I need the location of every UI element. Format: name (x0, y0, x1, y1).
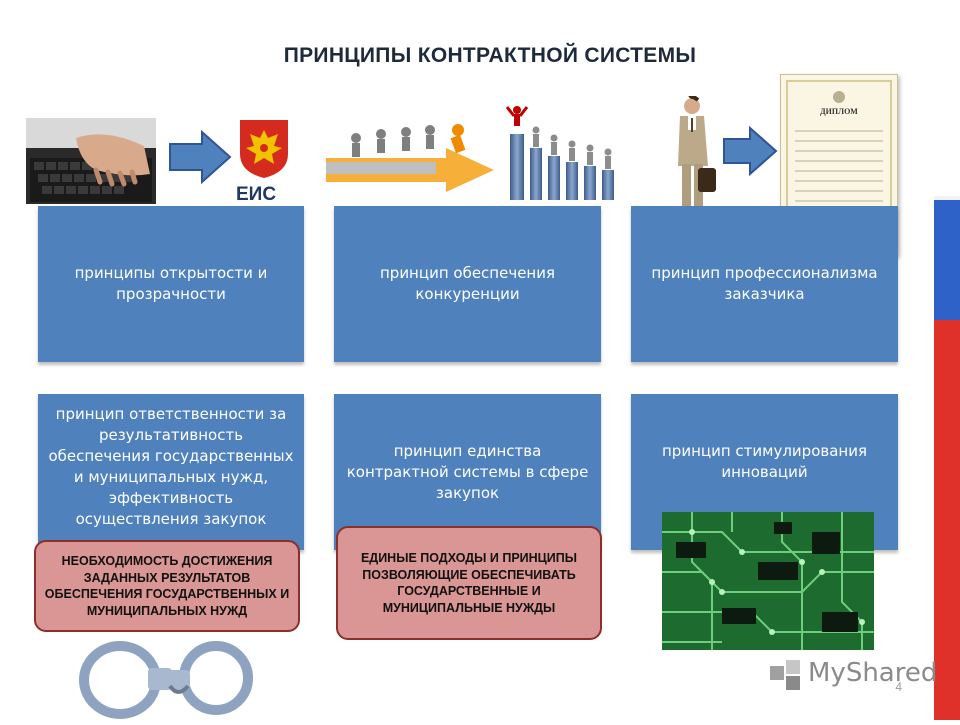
tile-openness: принципы открытости и прозрачности (38, 206, 304, 362)
myshared-logo-icon (768, 656, 804, 692)
competition-runners-image (326, 118, 496, 204)
tile-professionalism: принцип профессионализма заказчика (631, 206, 898, 362)
callout-unified: ЕДИНЫЕ ПОДХОДЫ И ПРИНЦИПЫ ПОЗВОЛЯЮЩИЕ ОБ… (336, 526, 602, 640)
arrow-right-icon-2 (722, 125, 778, 177)
page-number: 4 (895, 680, 902, 694)
handcuffs-image (78, 638, 254, 720)
watermark-brand: MyShared (808, 658, 938, 688)
diploma-heading: ДИПЛОМ (820, 107, 858, 116)
tile-responsibility: принцип ответственности за результативно… (38, 394, 304, 550)
eis-label: ЕИС (236, 184, 277, 205)
circuit-board-image (662, 512, 874, 650)
leadership-bars-image (505, 104, 630, 202)
flag-red-stripe (934, 320, 960, 720)
slide-title: ПРИНЦИПЫ КОНТРАКТНОЙ СИСТЕМЫ (283, 44, 697, 67)
flag-blue-stripe (934, 200, 960, 320)
tile-unity: принцип единства контрактной системы в с… (334, 394, 601, 550)
arrow-right-icon (168, 129, 232, 185)
coat-of-arms-icon (238, 118, 290, 180)
callout-results: НЕОБХОДИМОСТЬ ДОСТИЖЕНИЯ ЗАДАННЫХ РЕЗУЛЬ… (34, 540, 300, 632)
businessman-image (670, 94, 720, 228)
keyboard-image (26, 118, 156, 204)
tile-competition: принцип обеспечения конкуренции (334, 206, 601, 362)
